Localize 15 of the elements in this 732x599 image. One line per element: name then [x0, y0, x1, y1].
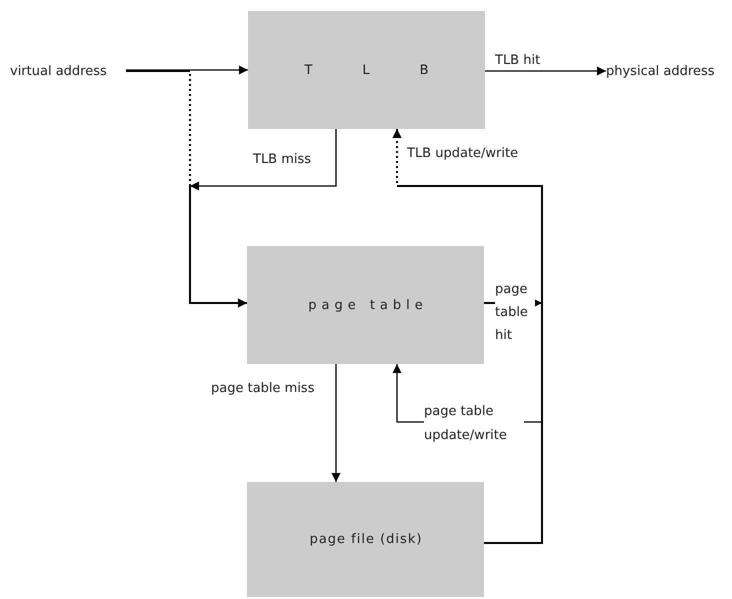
arrow	[332, 364, 340, 482]
process-box	[248, 11, 485, 129]
process-box	[247, 246, 484, 364]
arrow	[126, 66, 248, 74]
dotted-arrow	[126, 70, 247, 308]
edge-label: TLB update/write	[407, 145, 518, 163]
address-label: virtual address	[10, 64, 107, 78]
box-label: TLB	[304, 62, 479, 78]
address-label: physical address	[606, 64, 715, 78]
arrow	[485, 66, 606, 76]
dotted-arrow	[392, 129, 543, 544]
box-label: page table	[308, 298, 428, 312]
box-label: page file (disk)	[310, 532, 422, 547]
edge-label: page table miss	[211, 380, 314, 398]
process-box	[247, 482, 484, 597]
